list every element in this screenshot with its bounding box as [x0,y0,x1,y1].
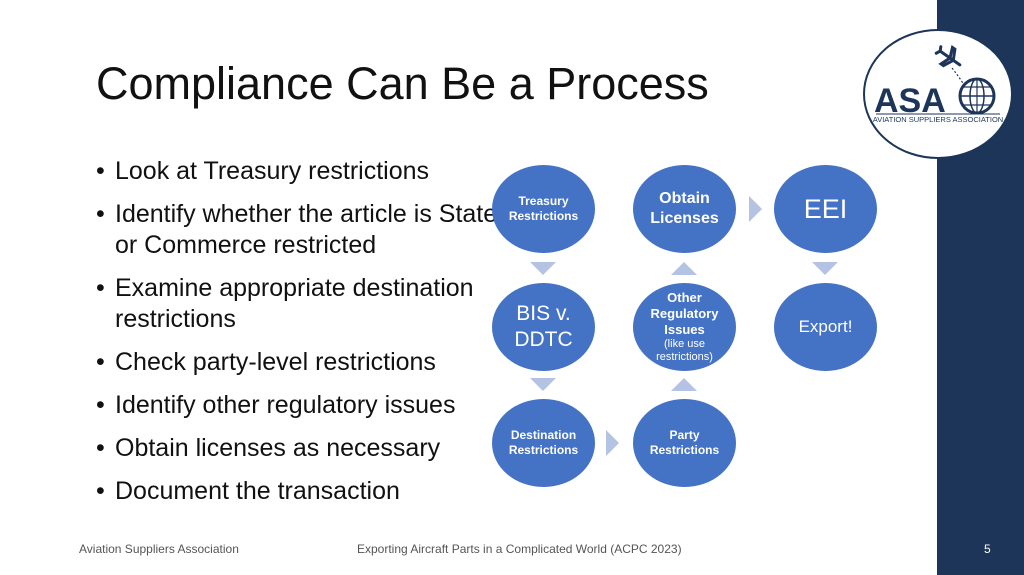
node-other-regulatory-issues: Other Regulatory Issues (like use restri… [633,283,736,371]
bullet-item: Identify other regulatory issues [96,390,516,421]
slide-title: Compliance Can Be a Process [96,58,709,109]
bullet-item: Examine appropriate destination restrict… [96,273,516,335]
footer-presentation-title: Exporting Aircraft Parts in a Complicate… [357,542,682,556]
node-treasury-restrictions: Treasury Restrictions [492,165,595,253]
footer-organization: Aviation Suppliers Association [79,542,239,556]
node-party-restrictions: Party Restrictions [633,399,736,487]
globe-icon [958,77,996,115]
arrow-right-icon [749,196,762,222]
bullet-item: Check party-level restrictions [96,347,516,378]
node-destination-restrictions: Destination Restrictions [492,399,595,487]
node-obtain-licenses: Obtain Licenses [633,165,736,253]
arrow-down-icon [812,262,838,275]
arrow-down-icon [530,378,556,391]
bullet-list: Look at Treasury restrictions Identify w… [96,156,516,519]
bullet-item: Obtain licenses as necessary [96,433,516,464]
asa-logo: ASA AVIATION SUPPLIERS ASSOCIATION [862,28,1014,160]
node-eei: EEI [774,165,877,253]
svg-text:AVIATION SUPPLIERS ASSOCIATION: AVIATION SUPPLIERS ASSOCIATION [873,115,1003,124]
arrow-up-icon [671,262,697,275]
arrow-right-icon [606,430,619,456]
page-number: 5 [984,542,991,556]
node-export: Export! [774,283,877,371]
bullet-item: Document the transaction [96,476,516,507]
bullet-item: Identify whether the article is State or… [96,199,516,261]
airplane-icon [934,45,962,68]
bullet-item: Look at Treasury restrictions [96,156,516,187]
node-bis-v-ddtc: BIS v. DDTC [492,283,595,371]
arrow-up-icon [671,378,697,391]
arrow-down-icon [530,262,556,275]
